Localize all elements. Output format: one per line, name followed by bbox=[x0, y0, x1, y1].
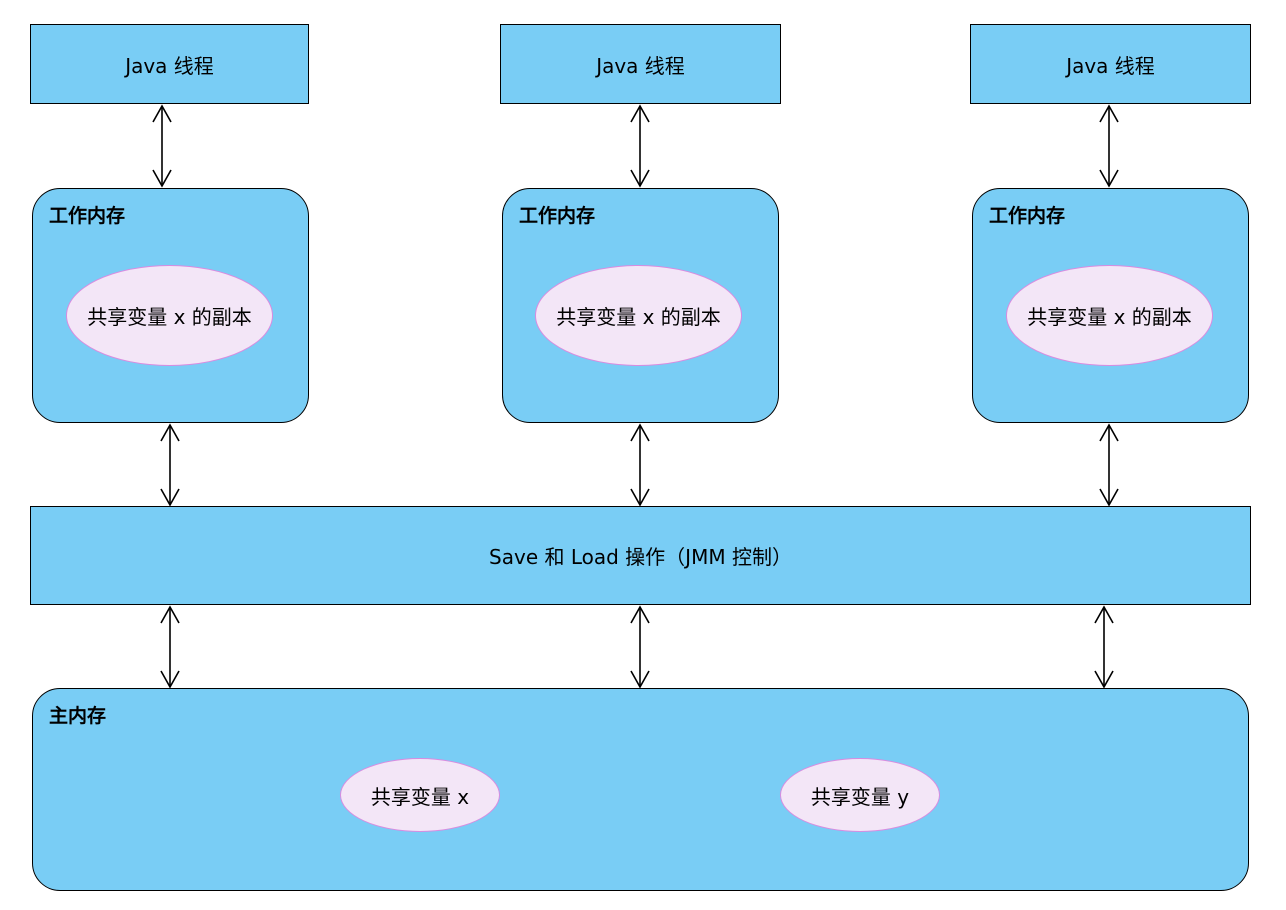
bidirectional-arrow bbox=[1094, 605, 1114, 689]
shared-variable-copy: 共享变量 x 的副本 bbox=[66, 265, 273, 366]
bidirectional-arrow bbox=[1099, 104, 1119, 188]
java-thread-label: Java 线程 bbox=[1066, 53, 1155, 78]
bidirectional-arrow bbox=[630, 423, 650, 507]
working-memory-title: 工作内存 bbox=[989, 205, 1066, 227]
shared-variable-x: 共享变量 x bbox=[340, 758, 500, 832]
shared-variable-y-label: 共享变量 y bbox=[810, 784, 910, 809]
shared-variable-copy: 共享变量 x 的副本 bbox=[535, 265, 742, 366]
jmm-save-load-label: Save 和 Load 操作（JMM 控制） bbox=[489, 545, 792, 569]
bidirectional-arrow bbox=[1099, 423, 1119, 507]
java-thread-box-2: Java 线程 bbox=[500, 24, 781, 104]
jmm-save-load-bar: Save 和 Load 操作（JMM 控制） bbox=[30, 506, 1251, 605]
bidirectional-arrow bbox=[630, 104, 650, 188]
shared-variable-copy-label: 共享变量 x 的副本 bbox=[87, 305, 252, 329]
main-memory-title: 主内存 bbox=[49, 705, 107, 727]
shared-variable-copy: 共享变量 x 的副本 bbox=[1006, 265, 1213, 366]
java-thread-label: Java 线程 bbox=[596, 53, 685, 78]
shared-variable-copy-label: 共享变量 x 的副本 bbox=[1027, 305, 1192, 329]
working-memory-title: 工作内存 bbox=[49, 205, 126, 227]
working-memory-box-2: 工作内存 共享变量 x 的副本 bbox=[502, 188, 779, 423]
bidirectional-arrow bbox=[152, 104, 172, 188]
working-memory-title: 工作内存 bbox=[519, 205, 596, 227]
shared-variable-copy-label: 共享变量 x 的副本 bbox=[556, 305, 721, 329]
working-memory-box-3: 工作内存 共享变量 x 的副本 bbox=[972, 188, 1249, 423]
java-thread-label: Java 线程 bbox=[125, 53, 214, 78]
shared-variable-x-label: 共享变量 x bbox=[370, 784, 470, 809]
java-thread-box-1: Java 线程 bbox=[30, 24, 309, 104]
java-thread-box-3: Java 线程 bbox=[970, 24, 1251, 104]
main-memory-box: 主内存 共享变量 x 共享变量 y bbox=[32, 688, 1249, 891]
working-memory-box-1: 工作内存 共享变量 x 的副本 bbox=[32, 188, 309, 423]
bidirectional-arrow bbox=[160, 423, 180, 507]
shared-variable-y: 共享变量 y bbox=[780, 758, 940, 832]
bidirectional-arrow bbox=[160, 605, 180, 689]
bidirectional-arrow bbox=[630, 605, 650, 689]
